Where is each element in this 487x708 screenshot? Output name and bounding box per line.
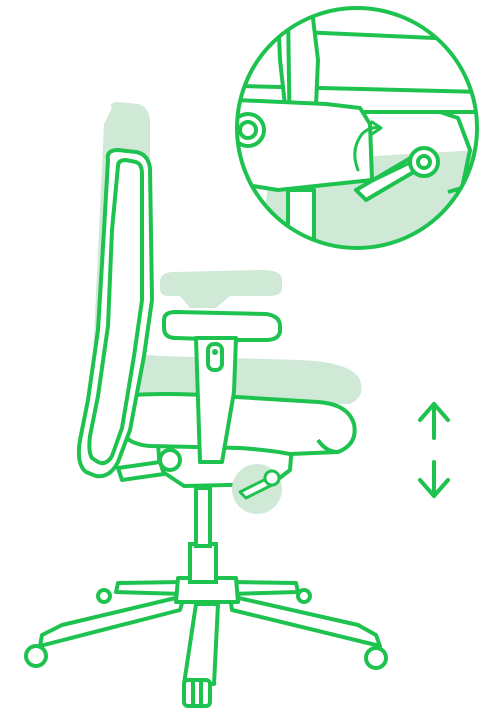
base-leg-back-left xyxy=(114,580,186,596)
inset-lever-pivot xyxy=(408,146,440,178)
backrest-inner xyxy=(87,158,144,466)
caster-right xyxy=(364,646,388,670)
base-leg-front xyxy=(182,602,220,686)
base-leg-back-right xyxy=(228,580,300,596)
backrest-bracket xyxy=(116,460,166,482)
cylinder-upper xyxy=(194,486,212,548)
base-leg-front-left xyxy=(38,594,186,648)
caster-back-right xyxy=(296,588,312,604)
base-leg-front-right xyxy=(228,594,382,648)
ghost-armrest xyxy=(160,270,282,308)
caster-front xyxy=(182,678,212,708)
gas-cylinder xyxy=(188,486,218,584)
inset-tilt-knob xyxy=(237,112,266,148)
armrest-post xyxy=(194,336,238,464)
up-arrow-icon xyxy=(418,402,450,440)
casters xyxy=(24,588,388,708)
zoom-inset xyxy=(235,6,479,250)
seat xyxy=(120,392,357,456)
curved-arrow-icon xyxy=(353,120,383,172)
down-arrow-icon xyxy=(418,460,450,498)
armrest xyxy=(162,310,282,464)
chair-base xyxy=(38,576,382,686)
armrest-pad xyxy=(162,310,282,342)
inset-border xyxy=(235,6,479,250)
caster-back-left xyxy=(96,588,112,604)
height-lever-highlight xyxy=(232,464,282,514)
caster-left xyxy=(24,644,48,668)
cylinder-lower xyxy=(188,542,218,584)
armrest-adjust-button xyxy=(206,342,224,372)
backrest xyxy=(76,148,166,482)
